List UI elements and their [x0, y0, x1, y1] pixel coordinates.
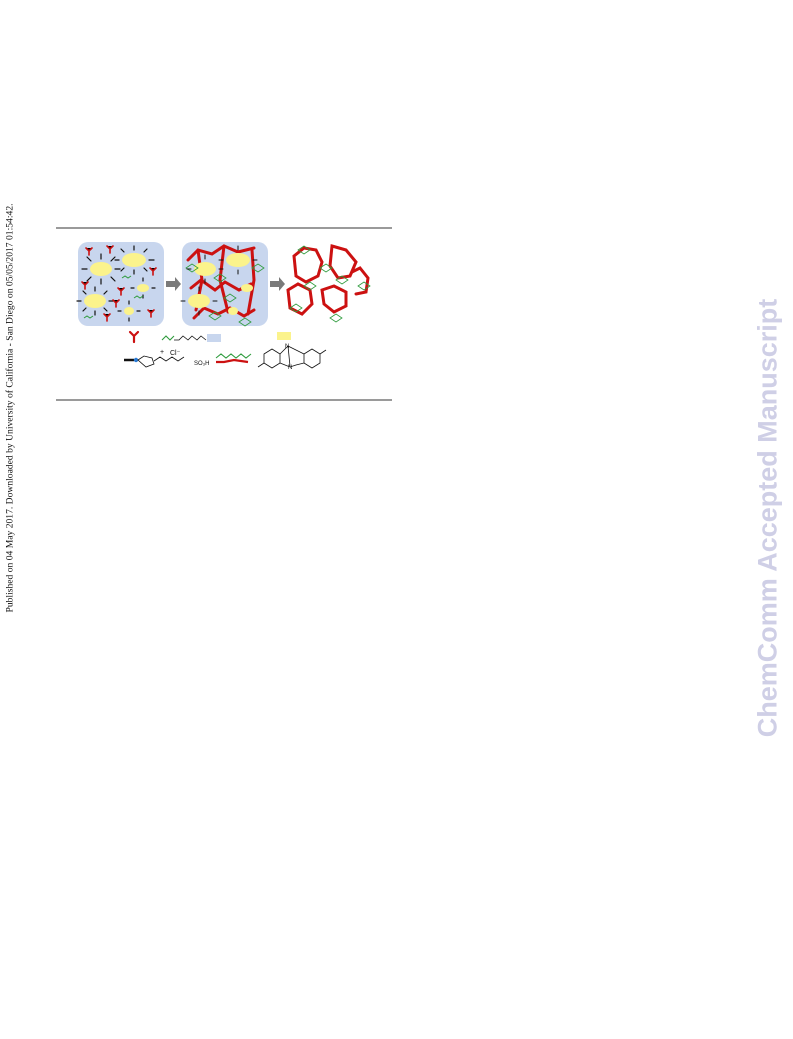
micelle: [124, 307, 134, 315]
download-notice: Published on 04 May 2017. Downloaded by …: [4, 180, 16, 635]
right-benzene-ring: [303, 348, 321, 369]
accepted-manuscript-watermark: ChemComm Accepted Manuscript: [748, 278, 788, 758]
green-links-3: [289, 245, 371, 323]
linker-legend-icon: [128, 330, 140, 344]
scheme-legend: [128, 330, 291, 344]
nitrogen-label-top: N: [285, 344, 289, 350]
amine-monomers-1: [83, 275, 144, 319]
panel-emulsion: [76, 242, 164, 326]
scheme-graphic: + Cl⁻ SO₃H N N: [76, 242, 371, 371]
positive-charge-label: +: [160, 349, 164, 356]
download-notice-text: Published on 04 May 2017. Downloaded by …: [4, 202, 16, 613]
micelle: [84, 294, 106, 308]
left-benzene-ring: [263, 348, 281, 369]
surfactant-tails-1: [76, 245, 156, 322]
micelles-1: [84, 253, 149, 315]
sulfonate-label: SO₃H: [194, 361, 209, 367]
nitrogen-label-bottom: N: [288, 365, 292, 371]
micelle-legend-swatch: [277, 332, 291, 340]
imidazolium-ring: [137, 355, 155, 368]
trigonal-linkers-1: [81, 245, 157, 322]
panel-hollow-framework: [286, 244, 371, 323]
figure-bottom-rule: [56, 399, 392, 401]
droplet-legend-swatch: [207, 334, 221, 342]
micelle: [137, 284, 149, 292]
ionic-liquid-structure: + Cl⁻ SO₃H: [124, 349, 209, 368]
synthesis-scheme-figure: + Cl⁻ SO₃H N N: [74, 238, 374, 378]
alkyl-chain: [153, 356, 185, 362]
reaction-arrow-1: [166, 277, 181, 291]
green-building-block: [215, 353, 252, 359]
watermark-text: ChemComm Accepted Manuscript: [752, 298, 783, 738]
chloride-label: Cl⁻: [170, 350, 181, 357]
red-building-block: [216, 358, 249, 364]
green-network-2: [185, 263, 265, 327]
reaction-arrow-2: [270, 277, 285, 291]
micelles-2: [188, 253, 253, 315]
anchor-dot: [133, 357, 139, 363]
surfactant-tails-2: [180, 245, 258, 316]
troger-base-structure: N N: [215, 344, 327, 371]
red-rings-3: [286, 244, 370, 316]
diazocine-bridge: [279, 345, 305, 368]
panel-polymerised-emulsion: [180, 242, 268, 327]
ether-chain-icon: [174, 335, 207, 341]
monomer-legend-icon: [161, 335, 175, 341]
figure-top-rule: [56, 227, 392, 229]
micelle: [122, 253, 146, 267]
micelle: [90, 262, 112, 276]
